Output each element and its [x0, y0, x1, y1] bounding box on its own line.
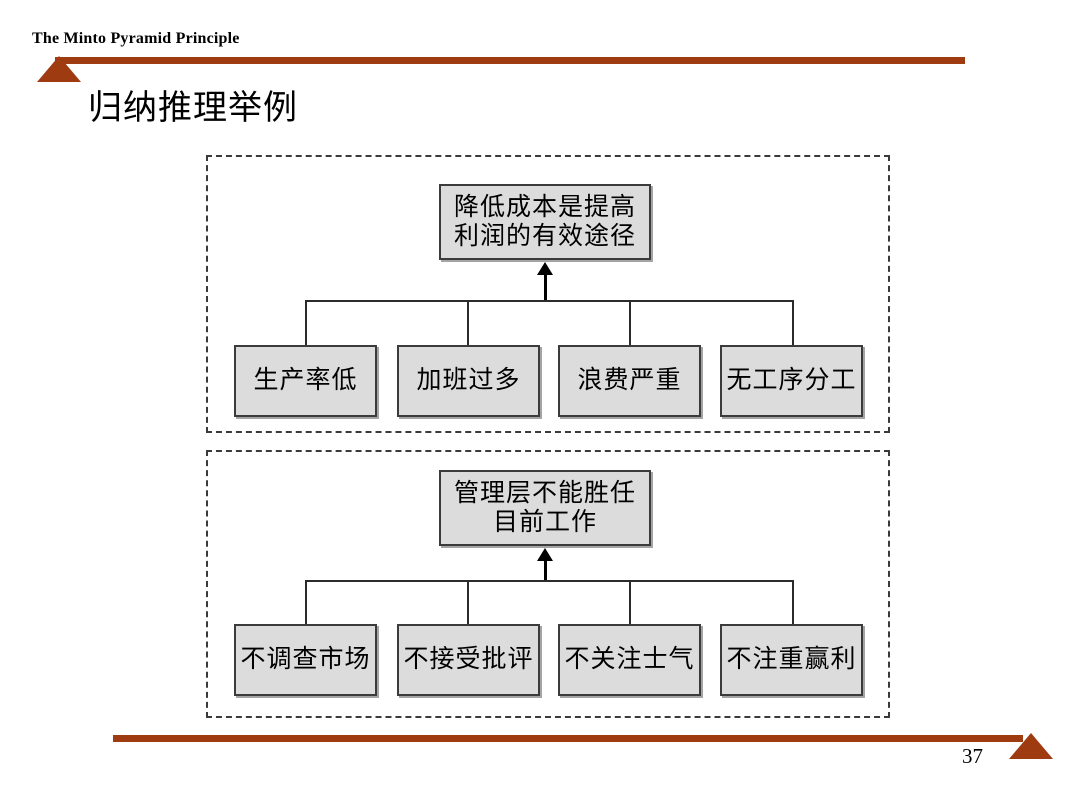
reason-box-0-1: 加班过多 [397, 345, 540, 417]
connector-arrow-shaft-1 [544, 560, 547, 581]
arrow-up-icon-0 [537, 262, 553, 275]
header-kicker: The Minto Pyramid Principle [32, 30, 240, 47]
connector-drop-0-2 [629, 300, 631, 346]
reason-box-1-0: 不调查市场 [234, 624, 377, 696]
conclusion-box-0: 降低成本是提高 利润的有效途径 [439, 184, 651, 260]
reasoning-group-frame-0 [206, 155, 890, 433]
reasoning-group-frame-1 [206, 450, 890, 718]
connector-drop-1-2 [629, 580, 631, 625]
connector-drop-1-1 [467, 580, 469, 625]
triangle-up-icon-footer [1009, 733, 1053, 759]
connector-horizontal-bar-1 [305, 580, 794, 582]
header-rule [55, 57, 965, 64]
connector-drop-0-1 [467, 300, 469, 346]
conclusion-box-1: 管理层不能胜任 目前工作 [439, 470, 651, 546]
reason-box-1-2: 不关注士气 [558, 624, 701, 696]
connector-drop-1-3 [792, 580, 794, 625]
reason-box-1-1: 不接受批评 [397, 624, 540, 696]
page-title: 归纳推理举例 [88, 90, 298, 127]
footer-rule [113, 735, 1023, 742]
reason-box-1-3: 不注重赢利 [720, 624, 863, 696]
arrow-up-icon-1 [537, 548, 553, 561]
connector-drop-0-0 [305, 300, 307, 346]
reason-box-0-3: 无工序分工 [720, 345, 863, 417]
triangle-up-icon [37, 56, 81, 82]
connector-drop-0-3 [792, 300, 794, 346]
reason-box-0-2: 浪费严重 [558, 345, 701, 417]
connector-horizontal-bar-0 [305, 300, 794, 302]
connector-arrow-shaft-0 [544, 274, 547, 301]
connector-drop-1-0 [305, 580, 307, 625]
page-number: 37 [962, 744, 983, 768]
reason-box-0-0: 生产率低 [234, 345, 377, 417]
